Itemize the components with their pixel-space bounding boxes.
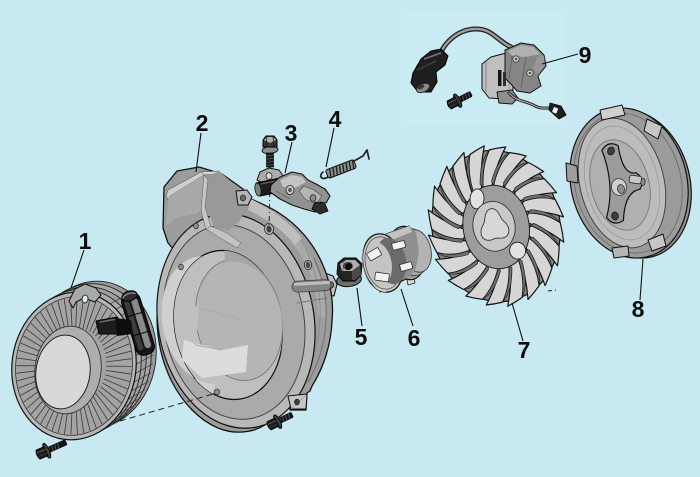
- svg-text:3: 3: [285, 120, 298, 146]
- svg-text:4: 4: [329, 106, 342, 132]
- svg-text:1: 1: [79, 228, 92, 254]
- svg-text:2: 2: [196, 110, 209, 136]
- svg-text:6: 6: [408, 325, 421, 351]
- svg-text:5: 5: [355, 324, 368, 350]
- svg-text:9: 9: [579, 42, 592, 68]
- svg-text:7: 7: [518, 337, 531, 363]
- svg-text:8: 8: [632, 296, 645, 322]
